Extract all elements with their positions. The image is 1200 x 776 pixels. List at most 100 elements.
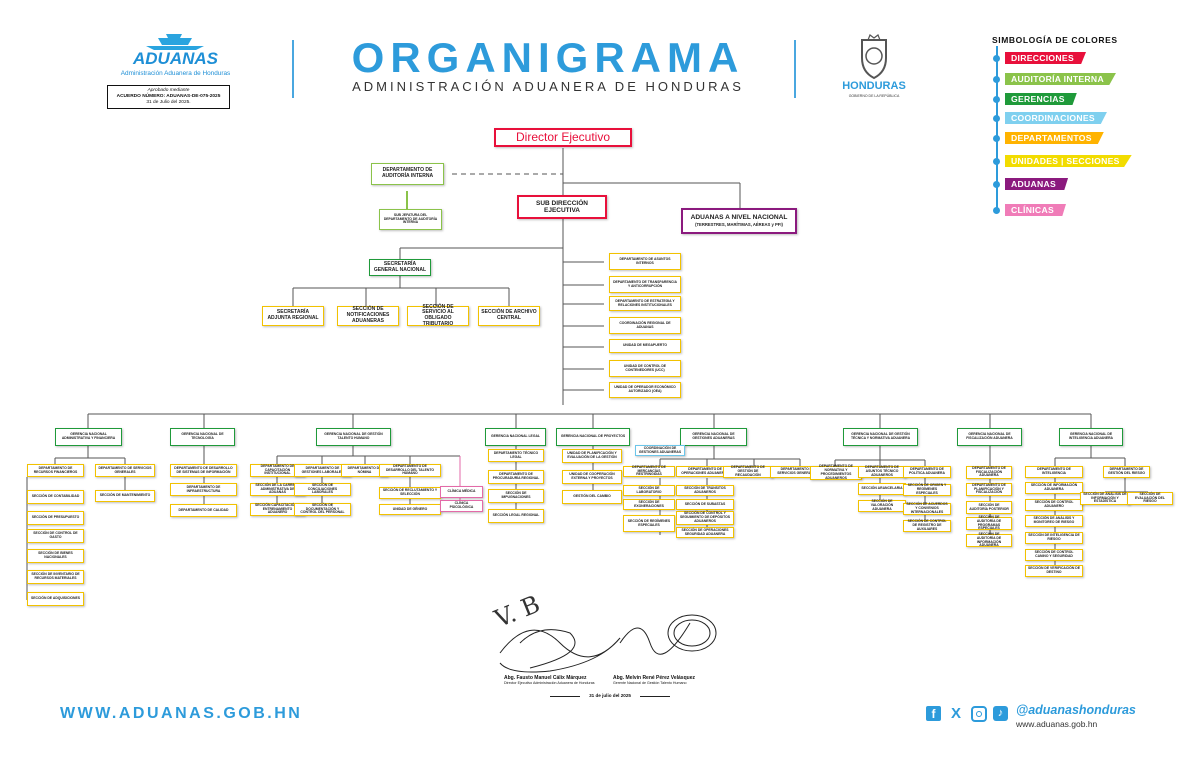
- logo-text: ADUANAS: [133, 49, 218, 68]
- legend-dot: [993, 115, 1000, 122]
- gerencia-box[interactable]: GERENCIA NACIONAL DE GESTIÓN TALENTO HUM…: [316, 428, 391, 446]
- section-box[interactable]: SECCIÓN DE RECLUTAMIENTO Y SELECCIÓN: [379, 487, 441, 499]
- footer-website[interactable]: WWW.ADUANAS.GOB.HN: [60, 705, 303, 722]
- section-box[interactable]: SECCIÓN DE CONTROL DE REGISTRO DE AUXILI…: [903, 519, 951, 532]
- subdir-department-box[interactable]: DEPARTAMENTO DE ESTRATEGIA Y RELACIONES …: [609, 296, 681, 311]
- audit-section-box[interactable]: DEPARTAMENTO DE FISCALIZACIÓN ADUANERA: [966, 466, 1012, 479]
- legal-unit-box[interactable]: DEPARTAMENTO DE PROCURADURÍA REGIONAL: [488, 470, 544, 484]
- tiktok-icon[interactable]: ♪: [993, 706, 1008, 721]
- section-box[interactable]: SECCIÓN DE VALORACIÓN ADUANERA: [858, 499, 906, 512]
- section-box[interactable]: SECCIÓN DE ANÁLISIS DE INFORMACIÓN Y EST…: [1080, 492, 1130, 505]
- department-box[interactable]: DEPARTAMENTO DE INTELIGENCIA: [1025, 466, 1083, 478]
- legal-unit-box[interactable]: DEPARTAMENTO TÉCNICO LEGAL: [488, 449, 544, 462]
- secretaria-child-box[interactable]: SECRETARÍA ADJUNTA REGIONAL: [262, 306, 324, 326]
- department-box[interactable]: DEPARTAMENTO DE GESTIÓN DE RECAUDACIÓN: [723, 465, 773, 478]
- legal-unit-box[interactable]: SECCIÓN LEGAL REGIONAL: [488, 509, 544, 523]
- section-box[interactable]: SECCIÓN DE ACUERDOS Y CONVENIOS INTERNAC…: [903, 502, 951, 515]
- gerencia-box[interactable]: GERENCIA NACIONAL DE FISCALIZACIÓN ADUAN…: [957, 428, 1022, 446]
- section-box[interactable]: SECCIÓN DE SUBASTAS: [676, 499, 734, 510]
- section-box[interactable]: SECCIÓN DE CONTROL CANINO Y SEGURIDAD: [1025, 549, 1083, 561]
- section-box[interactable]: SECCIÓN CAPACITACIÓN Y ENTRENAMIENTO ADU…: [250, 503, 305, 516]
- gerencia-box[interactable]: GERENCIA NACIONAL ADMINISTRATIVA Y FINAN…: [55, 428, 122, 446]
- aduanas-nacional-box[interactable]: ADUANAS A NIVEL NACIONAL (TERRESTRES, MA…: [681, 208, 797, 234]
- section-box[interactable]: SECCIÓN DE MANTENIMIENTO: [95, 490, 155, 502]
- footer-handle[interactable]: @aduanashonduras: [1016, 703, 1136, 717]
- section-box[interactable]: SECCIÓN DE CONTROL Y SEGUIMIENTO DE DEPÓ…: [676, 511, 734, 525]
- sub-auditoria-box[interactable]: SUB JEFATURA DEL DEPARTAMENTO DE AUDITOR…: [379, 209, 442, 230]
- section-box[interactable]: SECCIÓN ARANCELARIA: [858, 483, 906, 495]
- section-box[interactable]: DEPARTAMENTO DE MERCANCÍAS RESTRINGIDAS: [623, 465, 675, 477]
- subdir-department-box[interactable]: UNIDAD DE OPERADOR ECONÓMICO AUTORIZADO …: [609, 382, 681, 398]
- director-ejecutivo-box[interactable]: Director Ejecutivo: [494, 128, 632, 147]
- signature-date-line-left: [550, 696, 580, 697]
- section-box[interactable]: SECCIÓN DE ORIGEN Y REGÍMENES ESPECIALES: [903, 483, 951, 496]
- secretaria-child-box[interactable]: SECCIÓN DE SERVICIO AL OBLIGADO TRIBUTAR…: [407, 304, 469, 327]
- section-box[interactable]: UNIDAD DE GÉNERO: [379, 504, 441, 515]
- audit-section-box[interactable]: SECCIÓN DE AUDITORÍA DE INFORMACIÓN ADUA…: [966, 532, 1012, 547]
- section-box[interactable]: SECCIÓN DE BIENES NACIONALES: [27, 549, 84, 563]
- gerencia-box[interactable]: GERENCIA NACIONAL DE GESTIÓN TÉCNICA Y N…: [843, 428, 918, 446]
- section-box[interactable]: DEPARTAMENTO DE POLÍTICA ADUANERA: [903, 466, 951, 478]
- clinic-box[interactable]: CLÍNICA PSICOLÓGICA: [440, 500, 483, 512]
- section-box[interactable]: SECCIÓN DE ANÁLISIS Y MONITOREO DE RIESG…: [1025, 515, 1083, 527]
- facebook-icon[interactable]: f: [926, 706, 941, 721]
- department-box[interactable]: DEPARTAMENTO DE INFRAESTRUCTURA: [170, 483, 237, 496]
- secretaria-child-box[interactable]: SECCIÓN DE NOTIFICACIONES ADUANERAS: [337, 306, 399, 326]
- audit-section-box[interactable]: DEPARTAMENTO DE PLANIFICACIÓN Y FISCALIZ…: [966, 483, 1012, 496]
- gerencia-box[interactable]: GERENCIA NACIONAL DE PROYECTOS: [556, 428, 630, 446]
- subdir-department-box[interactable]: DEPARTAMENTO DE ASUNTOS INTERNOS: [609, 253, 681, 270]
- audit-section-box[interactable]: SECCIÓN DE AUDITORÍA POSTERIOR: [966, 501, 1012, 514]
- department-box[interactable]: DEPARTAMENTO DE CAPACITACIÓN INSTITUCION…: [250, 464, 305, 477]
- department-box[interactable]: DEPARTAMENTO DE GESTIONES LABORALES: [294, 464, 351, 477]
- section-box[interactable]: SECCIÓN DE INFORMACIÓN ADUANERA: [1025, 482, 1083, 494]
- section-box[interactable]: DEPARTAMENTO DE ASUNTOS TÉCNICO ADUANERO…: [858, 465, 906, 478]
- subdir-department-box[interactable]: DEPARTAMENTO DE TRANSPARENCIA Y ANTICORR…: [609, 276, 681, 293]
- department-box[interactable]: DEPARTAMENTO DE RECURSOS FINANCIEROS: [27, 464, 84, 477]
- section-box[interactable]: SECCIÓN DE EVALUACIÓN DEL RIESGO: [1127, 492, 1173, 505]
- department-box[interactable]: DEPARTAMENTO DE GESTIÓN DEL RIESGO: [1103, 466, 1150, 478]
- coordination-box[interactable]: COORDINACIÓN DE GESTIONES ADUANERAS: [635, 445, 685, 456]
- department-box[interactable]: DEPARTAMENTO DE CALIDAD: [170, 504, 237, 517]
- instagram-icon[interactable]: [971, 706, 987, 722]
- section-box[interactable]: SECCIÓN DE LA CARRERA ADMINISTRATIVA DE …: [250, 483, 305, 496]
- department-box[interactable]: DEPARTAMENTO DE SERVICIOS GENERALES: [95, 464, 155, 477]
- section-box[interactable]: SECCIÓN DE PRESUPUESTO: [27, 511, 84, 525]
- gerencia-box[interactable]: GERENCIA NACIONAL LEGAL: [485, 428, 546, 446]
- legend-item: DEPARTAMENTOS: [1005, 132, 1104, 144]
- gerencia-box[interactable]: GERENCIA NACIONAL DE GESTIONES ADUANERAS: [680, 428, 747, 446]
- section-box[interactable]: SECCIÓN DE VERIFICACIÓN DE DESTINO: [1025, 565, 1083, 577]
- section-box[interactable]: SECCIÓN DE CONTABILIDAD: [27, 490, 84, 504]
- section-box[interactable]: SECCIÓN DE LABORATORIO: [623, 485, 675, 496]
- department-box[interactable]: DEPARTAMENTO DE NORMATIVA Y PROCEDIMIENT…: [810, 464, 862, 480]
- section-box[interactable]: SECCIÓN DE CONCILIACIONES LABORALES: [294, 483, 351, 496]
- subdir-department-box[interactable]: UNIDAD DE CONTROL DE CONTENEDORES (UCC): [609, 360, 681, 377]
- secretaria-general-box[interactable]: SECRETARÍA GENERAL NACIONAL: [369, 259, 431, 276]
- sub-direccion-box[interactable]: SUB DIRECCIÓN EJECUTIVA: [517, 195, 607, 219]
- subdir-department-box[interactable]: UNIDAD DE MEGAPUERTO: [609, 339, 681, 353]
- section-box[interactable]: SECCIÓN DE REGÍMENES ESPECIALES: [623, 515, 675, 532]
- clinic-box[interactable]: CLÍNICA MÉDICA: [440, 486, 483, 498]
- gerencia-box[interactable]: GERENCIA NACIONAL DE TECNOLOGÍA: [170, 428, 235, 446]
- gerencia-box[interactable]: GERENCIA NACIONAL DE INTELIGENCIA ADUANE…: [1059, 428, 1123, 446]
- section-box[interactable]: SECCIÓN DE CONTROL ADUANERO: [1025, 499, 1083, 511]
- project-unit-box[interactable]: UNIDAD DE COOPERACIÓN EXTERNA Y PROYECTO…: [562, 470, 622, 484]
- subdir-department-box[interactable]: COORDINACIÓN REGIONAL DE ADUANAS: [609, 317, 681, 334]
- project-unit-box[interactable]: UNIDAD DE PLANIFICACIÓN Y EVALUACIÓN DE …: [562, 449, 622, 463]
- project-unit-box[interactable]: GESTIÓN DEL CAMBIO: [562, 490, 622, 504]
- section-box[interactable]: SECCIÓN DE TRÁNSITOS ADUANEROS: [676, 485, 734, 496]
- department-box[interactable]: DEPARTAMENTO DE DESARROLLO DE SISTEMAS D…: [170, 464, 237, 477]
- legal-unit-box[interactable]: SECCIÓN DE IMPUGNACIONES: [488, 489, 544, 503]
- section-box[interactable]: SECCIÓN DE CONTROL DE GASTO: [27, 529, 84, 543]
- section-box[interactable]: SECCIÓN DE ADQUISICIONES: [27, 592, 84, 606]
- auditoria-interna-box[interactable]: DEPARTAMENTO DE AUDITORÍA INTERNA: [371, 163, 444, 185]
- section-box[interactable]: SECCIÓN DE INVENTARIO DE RECURSOS MATERI…: [27, 570, 84, 584]
- footer-site-small[interactable]: www.aduanas.gob.hn: [1016, 719, 1098, 729]
- section-box[interactable]: SECCIÓN DE EXONERACIONES: [623, 499, 675, 510]
- audit-section-box[interactable]: SECCIÓN DE AUDITORÍA DE PROGRAMAS ESPECI…: [966, 515, 1012, 530]
- x-icon[interactable]: X: [950, 705, 961, 722]
- section-box[interactable]: SECCIÓN DE DOCUMENTACIÓN Y CONTROL DEL P…: [294, 503, 351, 516]
- department-box[interactable]: DEPARTAMENTO DE DESARROLLO DEL TALENTO H…: [379, 464, 441, 477]
- section-box[interactable]: SECCIÓN DE INTELIGENCIA DE RIESGO: [1025, 532, 1083, 544]
- section-box[interactable]: SECCIÓN DE OPERACIONES SEGURIDAD ADUANER…: [676, 527, 734, 538]
- secretaria-child-box[interactable]: SECCIÓN DE ARCHIVO CENTRAL: [478, 306, 540, 326]
